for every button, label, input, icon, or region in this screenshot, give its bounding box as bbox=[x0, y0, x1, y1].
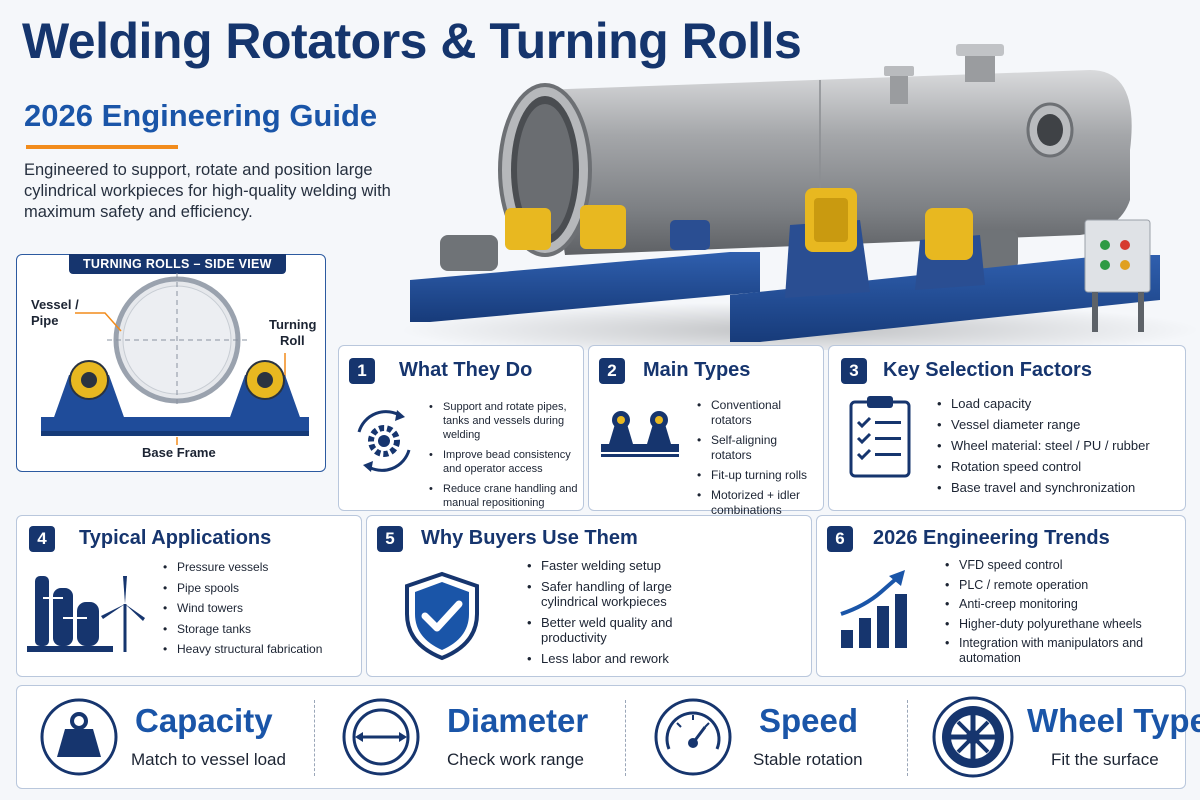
roll-label-1: Turning bbox=[269, 317, 317, 332]
card-title: Why Buyers Use Them bbox=[421, 527, 638, 549]
list-item: Pressure vessels bbox=[163, 560, 359, 575]
strip-title: Diameter bbox=[447, 702, 589, 739]
strip-subtitle: Check work range bbox=[447, 750, 585, 769]
strip-wheel-type: Wheel Type Fit the surface bbox=[911, 686, 1200, 788]
list-item: Support and rotate pipes, tanks and vess… bbox=[429, 400, 579, 442]
list-item: Wheel material: steel / PU / rubber bbox=[937, 438, 1181, 454]
card-bullets: Faster welding setup Safer handling of l… bbox=[527, 558, 727, 666]
card-typical-applications: 4 Typical Applications Pressure vessels … bbox=[16, 515, 362, 677]
list-item: Self-aligning rotators bbox=[697, 433, 821, 463]
strip-subtitle: Fit the surface bbox=[1051, 750, 1159, 769]
strip-title: Speed bbox=[759, 702, 859, 739]
speedometer-icon bbox=[654, 698, 732, 776]
card-number: 5 bbox=[377, 526, 403, 552]
weight-icon bbox=[40, 698, 118, 776]
list-item: Integration with manipulators and automa… bbox=[945, 636, 1181, 666]
accent-bar bbox=[26, 145, 178, 149]
card-title: Typical Applications bbox=[79, 527, 272, 549]
strip-diameter: Diameter Check work range bbox=[317, 686, 621, 788]
checklist-icon bbox=[849, 396, 911, 478]
strip-divider bbox=[907, 700, 908, 776]
diameter-icon bbox=[342, 698, 420, 776]
roll-label-2: Roll bbox=[280, 333, 305, 348]
side-view-diagram bbox=[41, 273, 309, 445]
card-bullets: Conventional rotators Self-aligning rota… bbox=[697, 398, 821, 518]
list-item: Base travel and synchronization bbox=[937, 480, 1181, 496]
list-item: Safer handling of large cylindrical work… bbox=[527, 579, 727, 609]
shield-check-icon bbox=[405, 571, 479, 661]
list-item: Vessel diameter range bbox=[937, 417, 1181, 433]
card-bullets: Pressure vessels Pipe spools Wind towers… bbox=[163, 560, 359, 657]
card-title: Key Selection Factors bbox=[883, 359, 1092, 381]
base-frame-label: Base Frame bbox=[142, 445, 216, 460]
list-item: Less labor and rework bbox=[527, 651, 727, 666]
list-item: Rotation speed control bbox=[937, 459, 1181, 475]
list-item: Storage tanks bbox=[163, 622, 359, 637]
list-item: Fit-up turning rolls bbox=[697, 468, 821, 483]
card-number: 6 bbox=[827, 526, 853, 552]
strip-title: Wheel Type bbox=[1027, 702, 1200, 739]
vessel-label-1: Vessel / bbox=[31, 297, 79, 312]
strip-divider bbox=[625, 700, 626, 776]
industrial-plant-icon bbox=[27, 576, 145, 652]
intro-text: Engineered to support, rotate and positi… bbox=[24, 161, 391, 221]
strip-subtitle: Stable rotation bbox=[753, 750, 863, 769]
list-item: Heavy structural fabrication bbox=[163, 642, 359, 657]
list-item: Wind towers bbox=[163, 601, 359, 616]
list-item: Anti-creep monitoring bbox=[945, 597, 1181, 612]
strip-title: Capacity bbox=[135, 702, 273, 739]
list-item: VFD speed control bbox=[945, 558, 1181, 573]
hero-vessel-illustration bbox=[400, 44, 1200, 350]
card-bullets: Load capacity Vessel diameter range Whee… bbox=[937, 396, 1181, 496]
key-factors-strip: Capacity Match to vessel load Diameter C… bbox=[16, 685, 1200, 789]
card-number: 3 bbox=[841, 358, 867, 384]
growth-chart-icon bbox=[840, 570, 907, 648]
card-bullets: VFD speed control PLC / remote operation… bbox=[945, 558, 1181, 666]
list-item: Higher-duty polyurethane wheels bbox=[945, 617, 1181, 632]
gear-cycle-icon bbox=[357, 410, 411, 472]
vessel-label-2: Pipe bbox=[31, 313, 59, 328]
card-number: 4 bbox=[29, 526, 55, 552]
page-title: Welding Rotators & Turning Rolls bbox=[22, 13, 802, 69]
strip-speed: Speed Stable rotation bbox=[629, 686, 905, 788]
side-view-tag: TURNING ROLLS – SIDE VIEW bbox=[69, 254, 286, 274]
strip-capacity: Capacity Match to vessel load bbox=[17, 686, 309, 788]
list-item: Reduce crane handling and manual reposit… bbox=[429, 482, 579, 510]
card-why-buyers-use-them: 5 Why Buyers Use Them Faster welding set… bbox=[366, 515, 812, 677]
card-title: What They Do bbox=[399, 359, 533, 381]
list-item: Faster welding setup bbox=[527, 558, 727, 573]
rotator-icon bbox=[601, 411, 679, 457]
card-number: 1 bbox=[349, 358, 375, 384]
side-view-panel: TURNING ROLLS – SIDE VIEW Vessel / Pipe … bbox=[16, 254, 326, 472]
list-item: Improve bead consistency and operator ac… bbox=[429, 448, 579, 476]
list-item: Motorized + idler combinations bbox=[697, 488, 821, 518]
list-item: Load capacity bbox=[937, 396, 1181, 412]
strip-subtitle: Match to vessel load bbox=[131, 750, 286, 769]
card-title: 2026 Engineering Trends bbox=[873, 527, 1110, 549]
list-item: Better weld quality and productivity bbox=[527, 615, 727, 645]
wheel-icon bbox=[932, 696, 1014, 778]
list-item: PLC / remote operation bbox=[945, 578, 1181, 593]
card-engineering-trends: 6 2026 Engineering Trends VFD speed cont… bbox=[816, 515, 1186, 677]
card-title: Main Types bbox=[643, 359, 751, 381]
strip-divider bbox=[314, 700, 315, 776]
card-number: 2 bbox=[599, 358, 625, 384]
card-main-types: 2 Main Types Conventional rotators Self-… bbox=[588, 345, 824, 517]
list-item: Conventional rotators bbox=[697, 398, 821, 428]
card-bullets: Support and rotate pipes, tanks and vess… bbox=[429, 400, 579, 510]
card-key-selection-factors: 3 Key Selection Factors Load capacity Ve… bbox=[828, 345, 1186, 511]
page-subtitle: 2026 Engineering Guide bbox=[24, 98, 378, 133]
list-item: Pipe spools bbox=[163, 581, 359, 596]
card-what-they-do: 1 What They Do Support and rotate pipes,… bbox=[338, 345, 584, 511]
